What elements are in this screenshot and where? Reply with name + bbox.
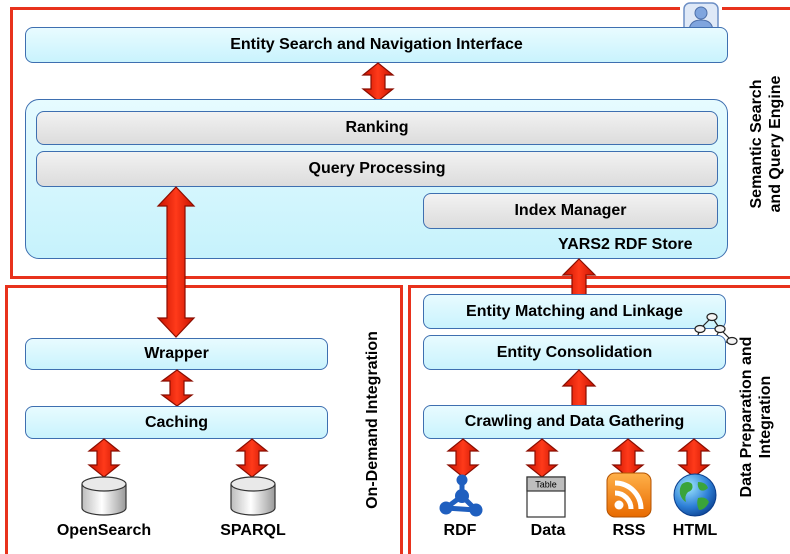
left-panel-border-left [5,285,8,554]
source-label-rdf: RDF [443,522,477,539]
database-icon [81,476,127,516]
rss-icon [606,472,652,518]
source-label-rss: RSS [612,522,646,539]
store-label: YARS2 RDF Store [558,236,693,253]
left-panel-border-top [5,285,403,288]
side-label-on-demand-integration: On-Demand Integration [364,331,381,509]
source-label-sparql: SPARQL [220,522,286,539]
arrow-query-to-wrapper [156,186,196,338]
table-icon: Table [526,476,566,518]
top-panel-border-bottom [10,276,790,279]
top-panel-border-left [10,7,13,278]
side-label-semantic-search: Semantic Search and Query Engine [748,75,784,213]
arrow-caching-to-sparql [235,438,269,478]
arrow-crawling-to-consolidation [561,369,597,407]
arrow-crawling-to-data [525,438,559,478]
database-icon [230,476,276,516]
arrow-crawling-to-rdf [446,438,480,478]
wrapper-box: Wrapper [25,338,328,370]
top-panel-border-top-right [722,7,790,10]
globe-icon [673,473,717,517]
query-processing-box: Query Processing [36,151,718,187]
side-label-data-preparation: Data Preparation and Integration [738,336,774,498]
entity-matching-linkage-box: Entity Matching and Linkage [423,294,726,329]
entity-search-navigation-interface: Entity Search and Navigation Interface [25,27,728,63]
ranking-box: Ranking [36,111,718,145]
right-panel-border-left [408,285,411,554]
arrow-wrapper-to-caching [160,369,194,407]
index-manager-box: Index Manager [423,193,718,229]
left-panel-border-right [400,285,403,554]
source-label-html: HTML [672,522,718,539]
source-label-data: Data [530,522,566,539]
crawling-data-gathering-box: Crawling and Data Gathering [423,405,726,439]
arrow-linkage-to-store [561,258,597,296]
svg-text:Table: Table [535,480,557,490]
source-label-opensearch: OpenSearch [56,522,152,539]
entity-consolidation-box: Entity Consolidation [423,335,726,370]
caching-box: Caching [25,406,328,439]
right-panel-border-top [408,285,790,288]
arrow-interface-to-store [361,62,395,102]
top-panel-border-top [10,7,680,10]
arrow-caching-to-opensearch [87,438,121,478]
rdf-icon [439,474,483,517]
